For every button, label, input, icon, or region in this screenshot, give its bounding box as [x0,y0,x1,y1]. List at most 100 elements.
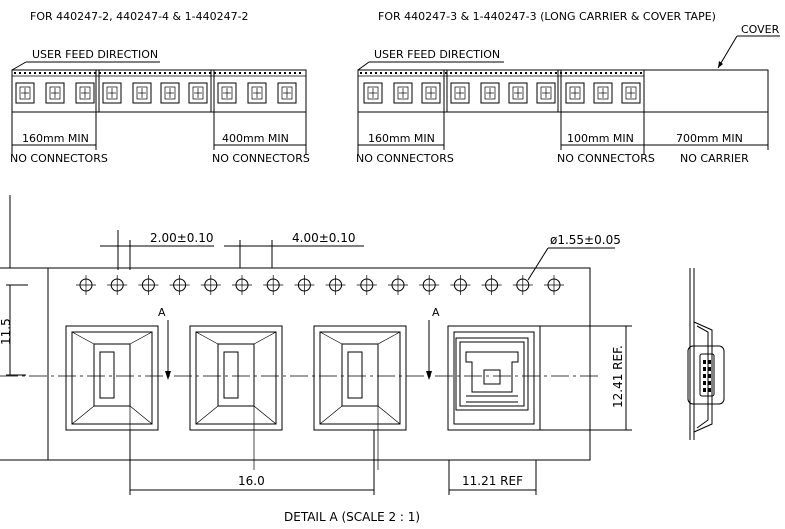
pin [703,388,706,392]
top-left-feed-label: USER FEED DIRECTION [32,48,158,61]
pocket-bevel [195,405,219,425]
sprocket-hole [440,72,442,74]
pin [708,367,711,371]
pocket [508,82,528,104]
sprocket-hole [550,72,552,74]
top-left-title: FOR 440247-2, 440247-4 & 1-440247-2 [30,10,249,23]
sprocket-hole [450,72,452,74]
sprocket-hole [74,72,76,74]
sprocket-hole [545,72,547,74]
sprocket-hole [154,72,156,74]
section-mark-left: A [158,306,166,319]
sprocket-hole [640,72,642,74]
pocket-inner [49,86,61,100]
pocket-bevel [71,331,95,345]
sprocket-hole [24,72,26,74]
cover-leader-arrow [718,61,723,68]
sprocket-hole [139,72,141,74]
sprocket-hole [144,72,146,74]
pocket-inner [569,86,581,100]
pocket-side [693,321,713,433]
pocket-outer [447,325,541,431]
pin [708,381,711,385]
sprocket-hole [600,72,602,74]
pocket [188,82,208,104]
sprocket-hole [69,72,71,74]
sprocket-hole [29,72,31,74]
sprocket-hole [605,72,607,74]
sprocket-hole [480,72,482,74]
sprocket-hole [229,72,231,74]
pocket-bevel [253,331,277,345]
sprocket-hole [19,72,21,74]
sprocket-hole [134,72,136,74]
pocket-outer [65,325,159,431]
pin [708,360,711,364]
sprocket-hole [129,72,131,74]
sprocket-hole [54,72,56,74]
pocket-inner [484,86,496,100]
sprocket-hole [485,72,487,74]
sprocket-hole [39,72,41,74]
pocket-inner [625,86,637,100]
sprocket-hole [64,72,66,74]
pocket-cavity [217,343,255,407]
sprocket-hole [405,72,407,74]
pocket-bevel [195,331,219,345]
sprocket-hole [244,72,246,74]
sprocket-hole [159,72,161,74]
section-arrow-left [165,371,171,380]
sprocket-hole [84,72,86,74]
connector-pins [703,360,711,392]
pocket-cavity [93,343,131,407]
pocket [421,82,441,104]
sprocket-hole [274,72,276,74]
sprocket-hole [505,72,507,74]
detail-caption: DETAIL A (SCALE 2 : 1) [284,510,420,524]
pocket-inner [319,331,401,425]
sprocket-hole [184,72,186,74]
sprocket-hole [204,72,206,74]
pocket-inner [597,86,609,100]
connector-body [455,337,529,411]
pocket [565,82,585,104]
top-right-feed-label: USER FEED DIRECTION [374,48,500,61]
sprocket-hole [169,72,171,74]
sprocket-hole [535,72,537,74]
sprocket-hole [620,72,622,74]
pocket-outer [313,325,407,431]
carrier-tape-body [47,267,591,461]
sprocket-hole [415,72,417,74]
sprocket-hole [520,72,522,74]
pocket [102,82,122,104]
pocket [15,82,35,104]
sprocket-hole [555,72,557,74]
sprocket-hole [530,72,532,74]
sprocket-hole [435,72,437,74]
sprocket-hole [490,72,492,74]
dim-160-text: 160mm MIN [22,132,89,145]
sprocket-hole [525,72,527,74]
dim-700-text: 700mm MIN [676,132,743,145]
pocket-bevel [129,331,153,345]
cover-label: COVER [741,23,780,36]
pocket-inner [136,86,148,100]
section-arrow-right [426,371,432,380]
note-no-connectors-left: NO CONNECTORS [356,152,454,165]
note-no-connectors-right: NO CONNECTORS [212,152,310,165]
pocket [45,82,65,104]
side-view [687,268,725,440]
sprocket-hole [360,72,362,74]
dim-hole-dia-text: ø1.55±0.05 [550,233,621,247]
pin [703,374,706,378]
sprocket-hole [99,72,101,74]
pocket-inner [221,86,233,100]
sprocket-hole [565,72,567,74]
pocket-inner [367,86,379,100]
pin [703,381,706,385]
sprocket-hole [465,72,467,74]
feed-arrow-leader [11,61,27,71]
sprocket-hole [219,72,221,74]
pocket [363,82,383,104]
pocket-inner [281,86,293,100]
